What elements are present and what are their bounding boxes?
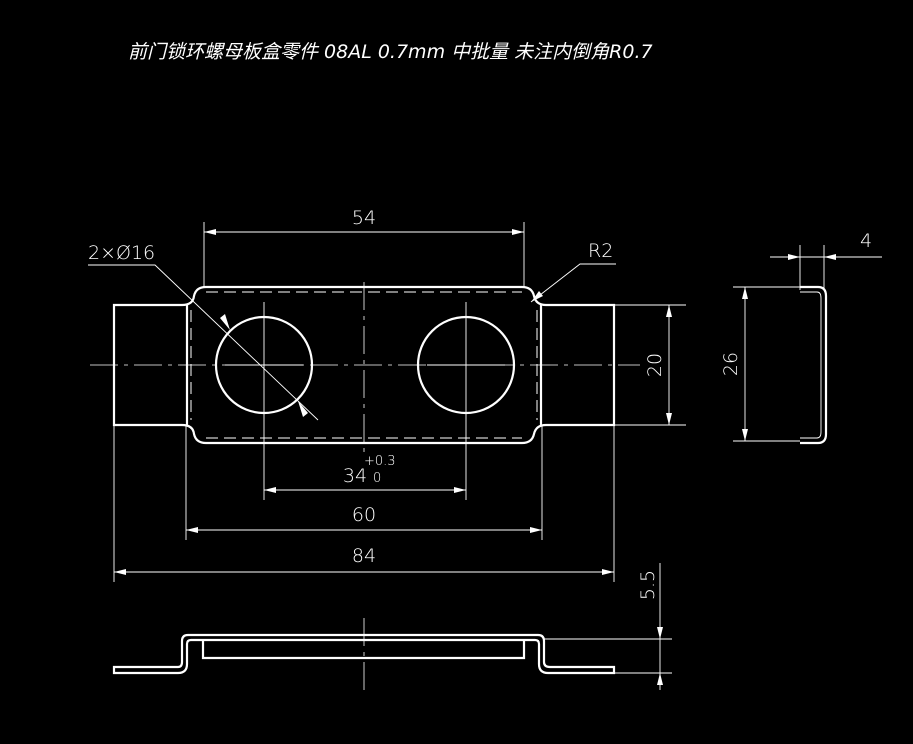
dim-84: 84 [113,425,615,582]
plan-view [90,282,640,458]
dim-20-label: 20 [644,353,666,377]
dim-54-label: 54 [352,207,376,229]
drawing-title: 前门锁环螺母板盒零件 08AL 0.7mm 中批量 未注内倒角R0.7 [128,41,653,63]
dim-34-lower-tol: 0 [373,471,381,486]
bottom-view: 5.5 [112,563,672,690]
dim-34-label: 34 [343,465,367,487]
dim-26-label: 26 [720,352,742,376]
dim-54: 54 [203,207,525,287]
dim-4-label: 4 [860,230,872,252]
side-view: 26 4 [720,230,882,445]
hole-callout: 2×Ø16 [88,242,319,421]
radius-label: R2 [588,240,613,262]
center-lines [90,282,640,458]
dim-34-upper-tol: +0.3 [364,454,396,469]
dim-20: 20 [614,304,686,426]
dim-34: 34 +0.3 0 [263,428,467,500]
dim-5-5-label: 5.5 [637,570,659,600]
hole-callout-label: 2×Ø16 [88,242,155,264]
hole-centers [225,302,505,428]
dim-84-label: 84 [352,545,376,567]
radius-callout: R2 [530,240,616,303]
dim-60-label: 60 [352,504,376,526]
dim-60: 60 [185,425,543,540]
